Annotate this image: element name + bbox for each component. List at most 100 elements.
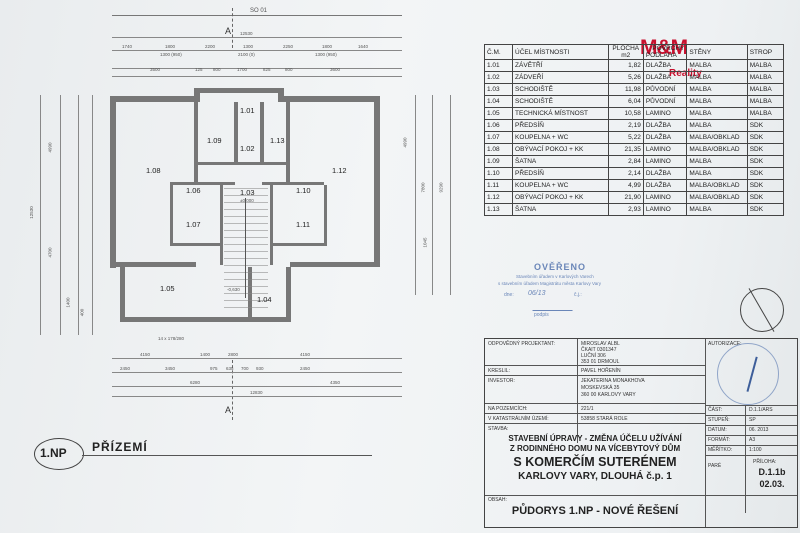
cell-ceiling: MALBA bbox=[746, 83, 785, 96]
room-label-1.01: 1.01 bbox=[240, 106, 255, 115]
bottom-dim-r2-2: 3450 bbox=[165, 366, 176, 371]
room-label-1.02: 1.02 bbox=[240, 144, 255, 153]
top-dim-r3-6: 800 bbox=[285, 67, 293, 72]
format-value: A3 bbox=[749, 437, 756, 443]
cell-area: 4,99 bbox=[607, 179, 644, 192]
authorization-stamp bbox=[717, 343, 779, 405]
cell-name: ZÁVĚTŘÍ bbox=[512, 59, 609, 72]
responsible-line1: MIROSLAV ALBL bbox=[581, 341, 620, 347]
north-arrow-icon bbox=[740, 288, 784, 332]
date-value: 06. 2013 bbox=[749, 427, 769, 433]
investor-label: INVESTOR: bbox=[488, 378, 515, 384]
drawn-label: KRESLIL: bbox=[488, 368, 510, 374]
part-value: D.1.1/ARS bbox=[749, 407, 773, 413]
investor-line1: JEKATERINA MONAKHOVA bbox=[581, 378, 645, 384]
cell-num: 1.12 bbox=[483, 191, 514, 204]
right-dim-2: 7800 bbox=[420, 182, 426, 193]
left-dim-3: 4700 bbox=[47, 247, 53, 258]
bottom-dim-r2-6: 930 bbox=[256, 366, 264, 371]
bottom-dim-r2-3: 975 bbox=[210, 366, 218, 371]
bottom-dim-r3-2: 4350 bbox=[330, 380, 341, 385]
cell-walls: MALBA bbox=[686, 203, 748, 216]
bottom-dim-r2-4: 635 bbox=[226, 366, 234, 371]
cell-floor: LAMINO bbox=[642, 203, 688, 216]
investor-line2: MOSKEVSKÁ 35 bbox=[581, 385, 620, 391]
cell-num: 1.10 bbox=[483, 167, 514, 180]
stamp-number-label: č.j.: bbox=[574, 292, 582, 298]
verification-stamp: OVĚŘENO Stavebním úřadem v Karlových Var… bbox=[494, 262, 654, 322]
right-dimension-lines bbox=[400, 95, 470, 295]
drawn-value: PAVEL HOŘENÍN bbox=[581, 368, 621, 374]
cell-ceiling: SDK bbox=[746, 119, 785, 132]
top-dim-6: 1800 bbox=[322, 44, 333, 49]
right-dim-4: 1045 bbox=[422, 237, 428, 248]
stavba-label: STAVBA: bbox=[488, 426, 509, 432]
cell-floor: LAMINO bbox=[642, 143, 688, 156]
cell-area: 11,98 bbox=[607, 83, 644, 96]
room-label-1.10: 1.10 bbox=[296, 186, 311, 195]
cell-floor: DLAŽBA bbox=[642, 131, 688, 144]
cell-floor: LAMINO bbox=[642, 155, 688, 168]
cell-area: 21,35 bbox=[607, 143, 644, 156]
top-dim-4: 1300 bbox=[243, 44, 254, 49]
col-area-unit: m2 bbox=[621, 52, 631, 59]
stavba-line1: STAVEBNÍ ÚPRAVY - ZMĚNA ÚČELU UŽÍVÁNÍ bbox=[508, 434, 682, 443]
cell-name: ZÁDVEŘÍ bbox=[512, 71, 609, 84]
room-label-1.12: 1.12 bbox=[332, 166, 347, 175]
cell-walls: MALBA bbox=[686, 59, 748, 72]
obsah-label: OBSAH: bbox=[488, 497, 507, 503]
parcel-label: NA POZEMCÍCH: bbox=[488, 406, 528, 412]
level-mark: -0,630 bbox=[227, 287, 240, 292]
cell-ceiling: SDK bbox=[746, 167, 785, 180]
cell-name: PŘEDSÍŇ bbox=[512, 119, 609, 132]
cell-name: ŠATNA bbox=[512, 155, 609, 168]
cell-ceiling: SDK bbox=[746, 143, 785, 156]
col-walls: STĚNY bbox=[686, 44, 748, 60]
col-floor-label: PODLAHA bbox=[645, 52, 677, 59]
cell-ceiling: MALBA bbox=[746, 95, 785, 108]
cell-walls: MALBA/OBKLAD bbox=[686, 131, 748, 144]
responsible-line2: ČKAIT 0301347 bbox=[581, 347, 617, 353]
left-dim-5: 400 bbox=[79, 308, 85, 317]
cell-num: 1.13 bbox=[483, 203, 514, 216]
cell-num: 1.06 bbox=[483, 119, 514, 132]
investor-line3: 360 00 KARLOVY VARY bbox=[581, 392, 636, 398]
top-dim-7: 1640 bbox=[358, 44, 369, 49]
stage-label: STUPEŇ: bbox=[708, 417, 730, 423]
col-area-label: PLOCHA bbox=[612, 45, 640, 52]
cell-name: SCHODIŠTĚ bbox=[512, 83, 609, 96]
cell-ceiling: SDK bbox=[746, 155, 785, 168]
cell-ceiling: SDK bbox=[746, 131, 785, 144]
top-dim-r2-2: 2100 (0) bbox=[238, 52, 255, 57]
attachment-value: D.1.1b bbox=[758, 467, 786, 477]
room-label-1.06: 1.06 bbox=[186, 186, 201, 195]
floor-name-underline bbox=[82, 455, 372, 456]
cell-floor: DLAŽBA bbox=[642, 71, 688, 84]
top-dim-r2-3: 1300 (950) bbox=[315, 52, 337, 57]
cell-walls: MALBA bbox=[686, 167, 748, 180]
stamp-signature-label: podpis bbox=[534, 312, 549, 318]
left-dim-1: 12530 bbox=[28, 206, 34, 219]
top-dim-total: SO 01 bbox=[250, 8, 268, 14]
cell-walls: MALBA bbox=[686, 107, 748, 120]
left-dim-4: 1400 bbox=[65, 297, 71, 308]
top-dim-r3-1: 3500 bbox=[150, 67, 161, 72]
cell-name: KOUPELNA + WC bbox=[512, 179, 609, 192]
cell-walls: MALBA/OBKLAD bbox=[686, 179, 748, 192]
date-label: DATUM: bbox=[708, 427, 727, 433]
cell-floor: PŮVODNÍ bbox=[642, 95, 688, 108]
right-dim-3: 9290 bbox=[438, 182, 444, 193]
room-label-1.13: 1.13 bbox=[270, 136, 285, 145]
cell-num: 1.04 bbox=[483, 95, 514, 108]
cell-num: 1.03 bbox=[483, 83, 514, 96]
stavba-line2: Z RODINNÉHO DOMU NA VÍCEBYTOVÝ DŮM bbox=[509, 444, 681, 453]
floor-label: 1.NP bbox=[40, 446, 67, 460]
floor-plan: 1.01 1.02 1.03 1.04 1.05 1.06 1.07 1.08 … bbox=[110, 88, 400, 348]
stamp-line1: Stavebním úřadem v Karlových Varech bbox=[516, 274, 594, 279]
cell-floor: DLAŽBA bbox=[642, 179, 688, 192]
